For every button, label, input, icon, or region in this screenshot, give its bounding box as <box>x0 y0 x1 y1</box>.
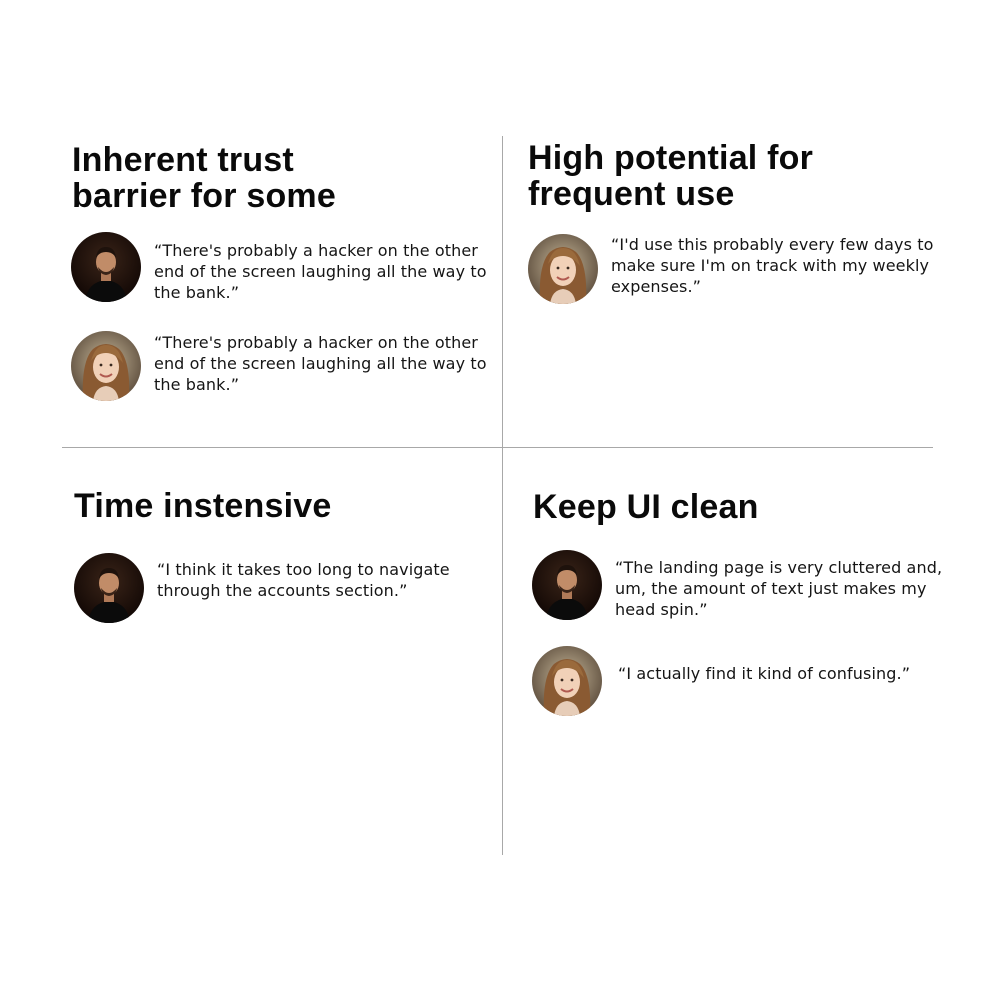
avatar-woman <box>528 234 598 304</box>
horizontal-divider <box>62 447 933 448</box>
title-line: Keep UI clean <box>533 488 759 526</box>
title-line: Time instensive <box>74 487 332 525</box>
quote-item: “I'd use this probably every few days to… <box>528 234 948 314</box>
quote-item: “There's probably a hacker on the other … <box>71 232 491 312</box>
quote-line: “The landing page is very cluttered and, <box>615 558 943 577</box>
quadrant-frequent-use: High potential for frequent use <box>528 140 948 430</box>
avatar-woman <box>71 331 141 401</box>
quote-line: um, the amount of text just makes my <box>615 579 927 598</box>
quadrant-title: Inherent trust barrier for some <box>72 142 492 214</box>
quote-line: “I think it takes too long to navigate <box>157 560 450 579</box>
quote-line: end of the screen laughing all the way t… <box>154 354 487 373</box>
quote-item: “The landing page is very cluttered and,… <box>532 550 972 630</box>
quote-line: “I'd use this probably every few days to <box>611 235 934 254</box>
title-line: barrier for some <box>72 177 336 215</box>
quote-line: expenses.” <box>611 277 702 296</box>
avatar-man <box>74 553 144 623</box>
quote-line: “There's probably a hacker on the other <box>154 333 478 352</box>
quote-line: head spin.” <box>615 600 708 619</box>
quote-item: “I actually find it kind of confusing.” <box>532 646 972 726</box>
title-line: frequent use <box>528 175 735 213</box>
avatar-man <box>71 232 141 302</box>
quadrant-title: Time instensive <box>74 488 494 524</box>
quote-line: the bank.” <box>154 283 240 302</box>
vertical-divider <box>502 136 503 855</box>
avatar-woman <box>532 646 602 716</box>
quote-line: end of the screen laughing all the way t… <box>154 262 487 281</box>
title-line: Inherent trust <box>72 141 294 179</box>
quote-item: “There's probably a hacker on the other … <box>71 331 491 411</box>
quote-line: through the accounts section.” <box>157 581 408 600</box>
quote-line: the bank.” <box>154 375 240 394</box>
quote-line: “There's probably a hacker on the other <box>154 241 478 260</box>
title-line: High potential for <box>528 139 814 177</box>
quote-item: “I think it takes too long to navigate t… <box>74 553 494 633</box>
quadrant-keep-ui-clean: Keep UI clean <box>533 489 953 549</box>
quadrant-title: Keep UI clean <box>533 489 953 525</box>
avatar-man <box>532 550 602 620</box>
quadrant-trust-barrier: Inherent trust barrier for some <box>72 142 492 432</box>
quadrant-title: High potential for frequent use <box>528 140 948 212</box>
quadrant-time-intensive: Time instensive <box>74 488 494 548</box>
quote-line: “I actually find it kind of confusing.” <box>618 664 911 683</box>
quote-line: make sure I'm on track with my weekly <box>611 256 930 275</box>
